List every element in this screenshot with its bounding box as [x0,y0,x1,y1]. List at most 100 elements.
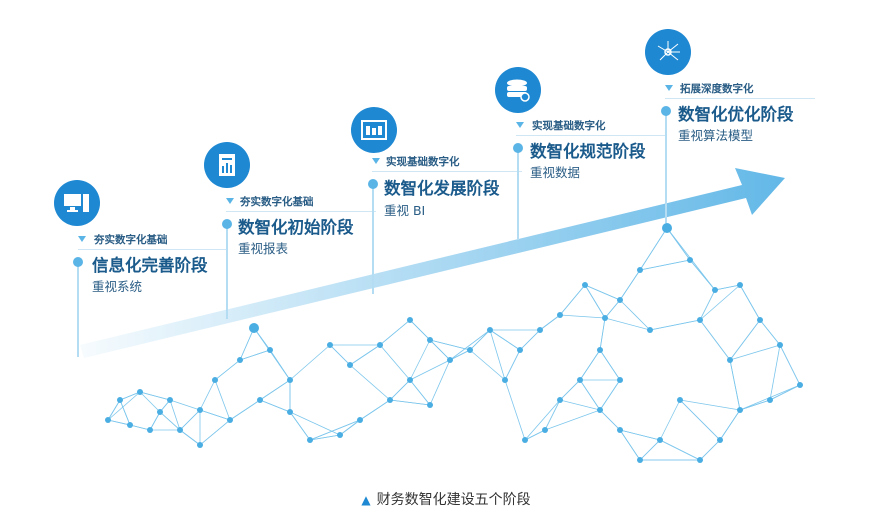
mesh-edge [169,399,201,411]
mesh-node [537,327,543,333]
stage-title: 数智化初始阶段 [238,218,354,237]
triangle-marker-icon [372,158,380,164]
mesh-edge [639,439,661,461]
triangle-marker-icon [516,122,524,128]
mesh-edge [309,434,341,441]
mesh-edge [759,319,781,346]
mesh-node [157,409,163,415]
mesh-node [517,347,523,353]
stage-dot [73,257,83,267]
mesh-edge [559,399,601,411]
mesh-node [662,223,672,233]
mesh-edge [309,419,361,441]
stage-subtitle: 重视算法模型 [678,128,754,143]
mesh-edge [659,399,681,441]
stage-title: 数智化优化阶段 [678,105,794,124]
mesh-edge [469,329,491,351]
mesh-edge [159,411,181,431]
mesh-edge [149,411,161,431]
mesh-node [407,377,413,383]
mesh-edge [639,259,691,271]
mesh-node [617,377,623,383]
mesh-edge [107,419,131,426]
divider [516,135,666,136]
mesh-node [117,397,123,403]
mesh-edge [666,227,691,261]
mesh-edge [519,329,541,351]
mesh-edge [579,379,601,411]
stage-dot [368,179,378,189]
mesh-edge [199,409,231,421]
triangle-marker-icon [78,236,86,242]
divider [665,98,815,99]
mesh-edge [769,384,801,401]
mesh-edge [179,429,201,446]
mesh-node [227,417,233,423]
mesh-edge [379,319,411,346]
mesh-edge [214,379,231,421]
mesh-node [777,342,783,348]
mesh-node [712,287,718,293]
mesh-edge [619,299,651,331]
report-chart-icon [204,142,250,188]
stage-connector [517,148,519,240]
mesh-node [127,422,133,428]
mesh-node [617,427,623,433]
dashboard-icon [351,107,397,153]
mesh-node [677,397,683,403]
mesh-edge [119,391,141,401]
mesh-edge [729,344,781,361]
mesh-node [597,347,603,353]
mesh-node [757,317,763,323]
mesh-edge [259,379,291,401]
stage-tag: 实现基础数字化 [532,120,606,132]
mesh-node [177,427,183,433]
stage-tag: 夯实数字化基础 [240,196,314,208]
mesh-edge [429,339,451,361]
mesh-edge [379,344,411,381]
caption-text: 财务数智化建设五个阶段 [376,492,531,508]
mesh-edge [449,329,491,361]
mesh-edge [719,409,741,441]
mesh-node [197,407,203,413]
mesh-edge [449,349,471,361]
stage-title: 数智化发展阶段 [384,179,500,198]
mesh-node [602,315,608,321]
mesh-edge [229,399,261,421]
mesh-edge [679,399,741,411]
stage-subtitle: 重视报表 [238,241,289,256]
mesh-edge [139,391,161,413]
stage-tag: 实现基础数字化 [386,156,460,168]
stage-connector [372,184,374,294]
mesh-edge [339,419,361,436]
mesh-edge [409,339,431,381]
mesh-node [697,457,703,463]
mesh-node [447,357,453,363]
mesh-edge [489,329,506,381]
mesh-edge [429,359,451,406]
mesh-node [267,347,273,353]
mesh-edge [599,409,621,431]
mesh-edge [599,379,621,411]
mesh-node [577,377,583,383]
mesh-edge [409,379,431,406]
mesh-edge [389,399,431,406]
mesh-edge [389,379,411,401]
mesh-edge [409,319,431,341]
mesh-edge [559,379,581,401]
mesh-edge [619,269,641,301]
stage-title: 数智化规范阶段 [530,142,646,161]
mesh-edge [119,399,131,426]
mesh-node [617,297,623,303]
network-mesh [105,223,803,463]
stage-connector [226,224,228,319]
mesh-node [767,397,773,403]
mesh-node [597,407,603,413]
mesh-node [717,437,723,443]
mesh-node [387,397,393,403]
mesh-edge [699,439,721,461]
mesh-edge [544,399,561,431]
mesh-edge [584,284,606,319]
mesh-edge [604,299,621,319]
